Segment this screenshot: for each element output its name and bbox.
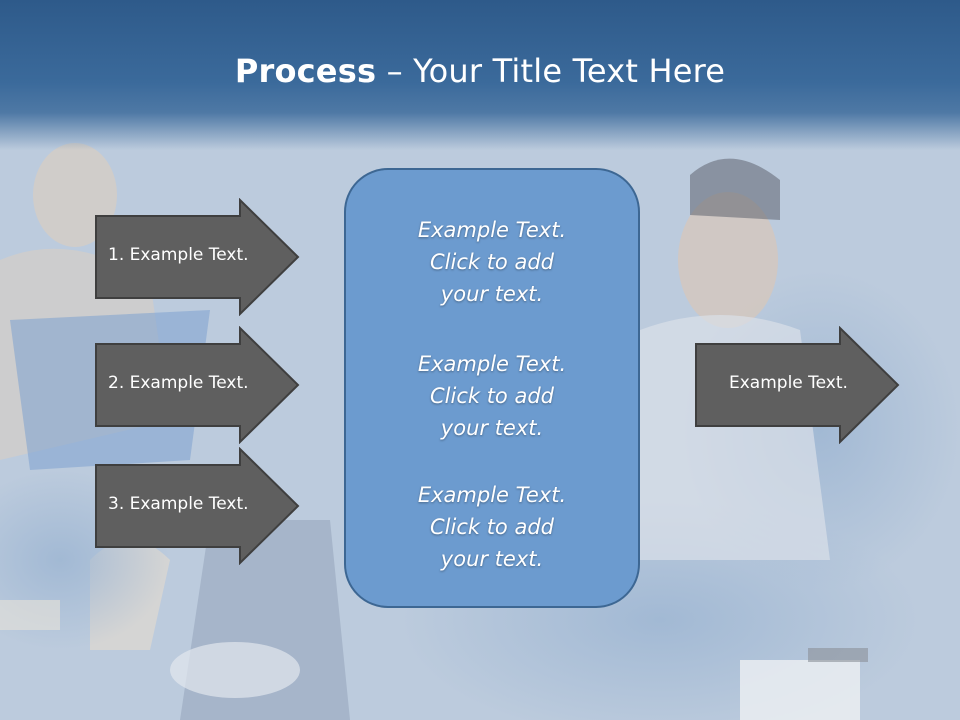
center-text-box[interactable]: Example Text. Click to add your text. Ex… xyxy=(344,168,640,608)
title-bold-text: Process xyxy=(234,52,377,90)
center-text-block-1: Example Text. Click to add your text. xyxy=(346,214,638,310)
center-block-1-line-1: Example Text. xyxy=(417,218,567,242)
center-text-block-2: Example Text. Click to add your text. xyxy=(346,348,638,444)
title-bar xyxy=(0,0,960,150)
process-arrow-1-label: 1. Example Text. xyxy=(108,245,249,265)
slide-title[interactable]: Process – Your Title Text Here xyxy=(0,52,960,90)
process-arrow-1[interactable] xyxy=(94,198,300,316)
center-block-2-line-2: Click to add xyxy=(429,384,554,408)
result-arrow[interactable] xyxy=(694,326,900,444)
center-block-3-line-3: your text. xyxy=(440,547,544,571)
title-rest-text: – Your Title Text Here xyxy=(376,52,726,90)
process-arrow-2[interactable] xyxy=(94,326,300,444)
result-arrow-label: Example Text. xyxy=(729,373,848,393)
process-arrow-3[interactable] xyxy=(94,447,300,565)
process-arrow-3-label: 3. Example Text. xyxy=(108,494,249,514)
center-block-1-line-3: your text. xyxy=(440,282,544,306)
process-arrow-2-label: 2. Example Text. xyxy=(108,373,249,393)
center-block-2-line-3: your text. xyxy=(440,416,544,440)
center-block-3-line-1: Example Text. xyxy=(417,483,567,507)
center-block-1-line-2: Click to add xyxy=(429,250,554,274)
center-text-block-3: Example Text. Click to add your text. xyxy=(346,479,638,575)
center-block-2-line-1: Example Text. xyxy=(417,352,567,376)
center-block-3-line-2: Click to add xyxy=(429,515,554,539)
